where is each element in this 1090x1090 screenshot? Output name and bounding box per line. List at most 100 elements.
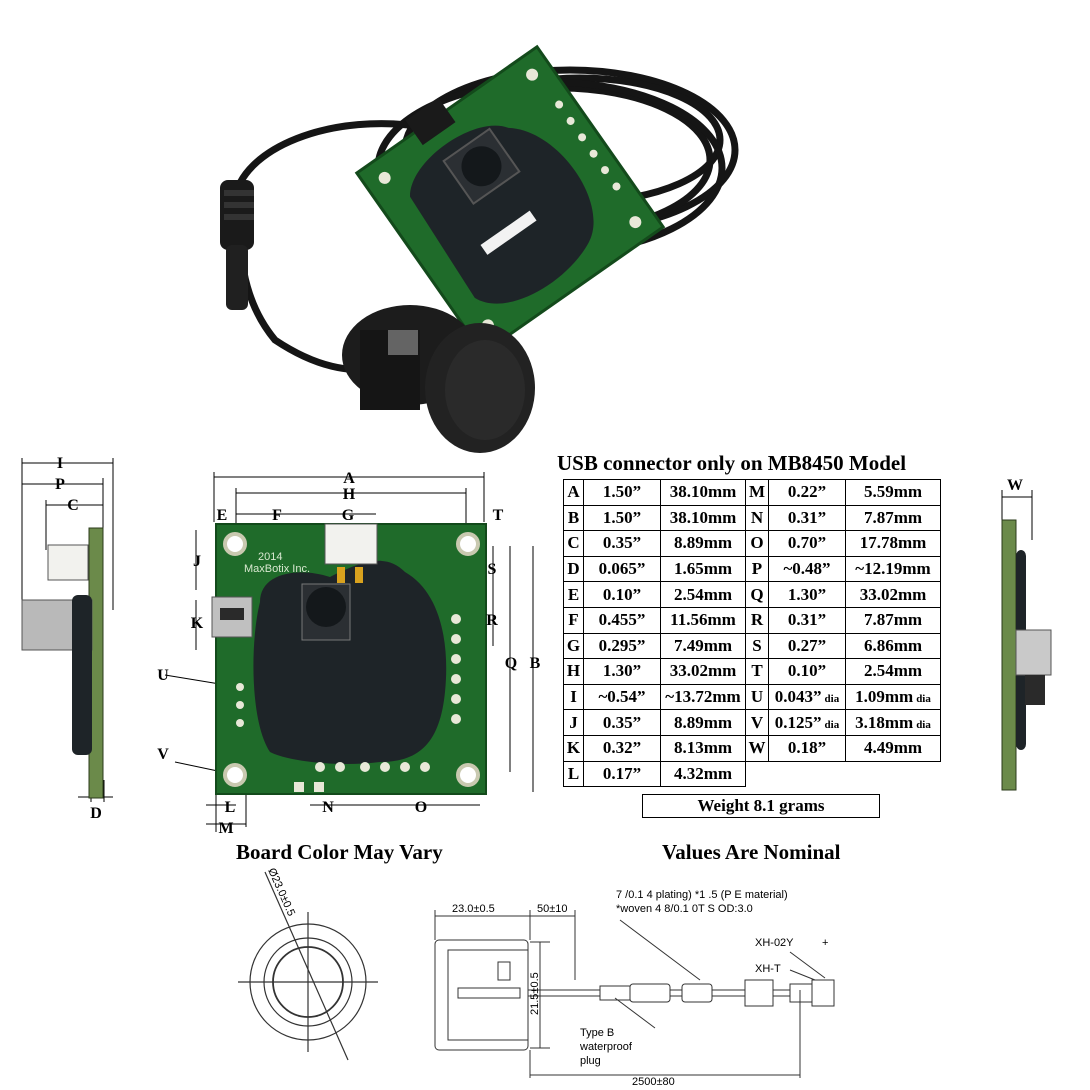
dim-key-value: P xyxy=(751,559,763,579)
dim-label-h: H xyxy=(343,486,356,503)
dim-key-value: E xyxy=(567,584,580,604)
dim-label-j: J xyxy=(193,553,201,570)
mounting-holes xyxy=(223,532,480,787)
dim-mm-value: 4.49mm xyxy=(863,738,923,758)
product-photo xyxy=(220,44,739,453)
dim-key-value: A xyxy=(567,482,580,502)
dim-key-value: O xyxy=(750,533,764,553)
dim-inch: 0.18” xyxy=(768,734,846,762)
dim-mm: ~12.19mm xyxy=(845,555,941,583)
dim-label-r: R xyxy=(486,612,498,629)
side-pcb xyxy=(21,527,104,799)
dim-label-k: K xyxy=(191,615,204,632)
dim-key: M xyxy=(745,479,769,506)
dim-key-value: S xyxy=(752,635,762,655)
dim-inch-value: 0.22” xyxy=(787,482,827,502)
dim-inch-suffix: dia xyxy=(824,693,840,706)
dim-key: K xyxy=(563,734,584,762)
dim-label-f: F xyxy=(272,507,282,524)
dim-inch-value: 0.10” xyxy=(787,661,827,681)
dim-mm: ~13.72mm xyxy=(660,683,746,711)
dim-key: G xyxy=(563,632,584,660)
dim-mm-value: 7.87mm xyxy=(863,610,923,630)
dim-inch: 0.35” xyxy=(583,709,661,736)
dim-inch: 0.27” xyxy=(768,632,846,660)
dim-key-value: J xyxy=(569,712,578,732)
dim-key: I xyxy=(563,683,584,711)
dim-label-v: V xyxy=(157,746,169,763)
dim-mm: 4.49mm xyxy=(845,734,941,762)
dim-label-e: E xyxy=(217,507,228,524)
dim-label-d: D xyxy=(90,805,102,822)
diameter-label: Ø23.0±0.5 xyxy=(265,866,297,918)
connector-xht: XH-T xyxy=(755,963,781,975)
dim-key-value: B xyxy=(567,507,580,527)
dim-inch-value: 0.043” xyxy=(774,687,822,707)
dim-mm-value: 2.54mm xyxy=(673,584,733,604)
right-side-view: W xyxy=(1001,477,1052,791)
dim-inch: 0.295” xyxy=(583,632,661,660)
dim-key: T xyxy=(745,658,769,685)
dim-key-value: K xyxy=(566,738,581,758)
dim-label-l: L xyxy=(225,799,236,816)
dim-label-m: M xyxy=(218,820,233,837)
dim-inch-value: 1.50” xyxy=(602,482,642,502)
dim-inch: 1.30” xyxy=(768,581,846,608)
dim-inch-value: 0.32” xyxy=(602,738,642,758)
dim-mm-value: 38.10mm xyxy=(669,507,737,527)
dim-key-value: U xyxy=(750,687,764,707)
dim-mm: 1.65mm xyxy=(660,555,746,583)
polarity-mark: + xyxy=(822,937,828,949)
dim-inch: 0.70” xyxy=(768,530,846,557)
dim-inch: 0.22” xyxy=(768,479,846,506)
cable-assembly-drawing: 23.0±0.5 50±10 21.5±0.5 2500±80 7 /0.1 4… xyxy=(434,889,835,1085)
dim-key: R xyxy=(745,606,769,634)
dim-inch: 0.10” xyxy=(583,581,661,608)
weight-box: Weight 8.1 grams xyxy=(642,794,880,818)
dim-inch-value: 0.31” xyxy=(787,507,827,527)
values-note: Values Are Nominal xyxy=(662,840,841,864)
dim-key: W xyxy=(745,734,769,762)
dim-mm-suffix: dia xyxy=(916,718,931,731)
dim-label-q: Q xyxy=(505,655,517,672)
transducer-front-drawing: Ø23.0±0.5 xyxy=(238,866,378,1061)
dim-inch: 0.31” xyxy=(768,606,846,634)
silkscreen-year: 2014 xyxy=(258,551,282,563)
dim-key: L xyxy=(563,760,584,788)
empty-cell xyxy=(745,760,941,787)
dim-mm-value: 5.59mm xyxy=(863,482,923,502)
plug-note-1: Type B xyxy=(580,1027,614,1039)
dim-mm-value: 8.89mm xyxy=(673,712,733,732)
cable-spec-2: *woven 4 8/0.1 0T S OD:3.0 xyxy=(616,903,753,915)
dim-mm-value: 17.78mm xyxy=(859,533,927,553)
dim-key-value: M xyxy=(748,482,766,502)
dim-mm: 8.13mm xyxy=(660,734,746,762)
cable-spec-1: 7 /0.1 4 plating) *1 .5 (P E material) xyxy=(616,889,788,901)
dim-key-value: T xyxy=(751,661,763,681)
dim-mm-value: 3.18mm xyxy=(855,712,914,732)
dim-inch-suffix: dia xyxy=(824,718,840,731)
dim-mm: 33.02mm xyxy=(660,658,746,685)
dim-key: A xyxy=(563,479,584,506)
dim-inch-value: 0.35” xyxy=(602,533,642,553)
io-pads xyxy=(236,614,461,792)
dim-key: S xyxy=(745,632,769,660)
dim-inch: 0.32” xyxy=(583,734,661,762)
dim-key: O xyxy=(745,530,769,557)
dim-inch-value: 0.065” xyxy=(598,559,646,579)
dim-mm: 4.32mm xyxy=(660,760,746,788)
dim-mm: 17.78mm xyxy=(845,530,941,557)
dim-inch-value: 0.17” xyxy=(602,763,642,783)
dim-mm-value: 4.32mm xyxy=(673,763,733,783)
dim-mm-value: 7.87mm xyxy=(863,507,923,527)
dim-label-i: I xyxy=(57,455,63,472)
plug-note-3: plug xyxy=(580,1055,601,1067)
